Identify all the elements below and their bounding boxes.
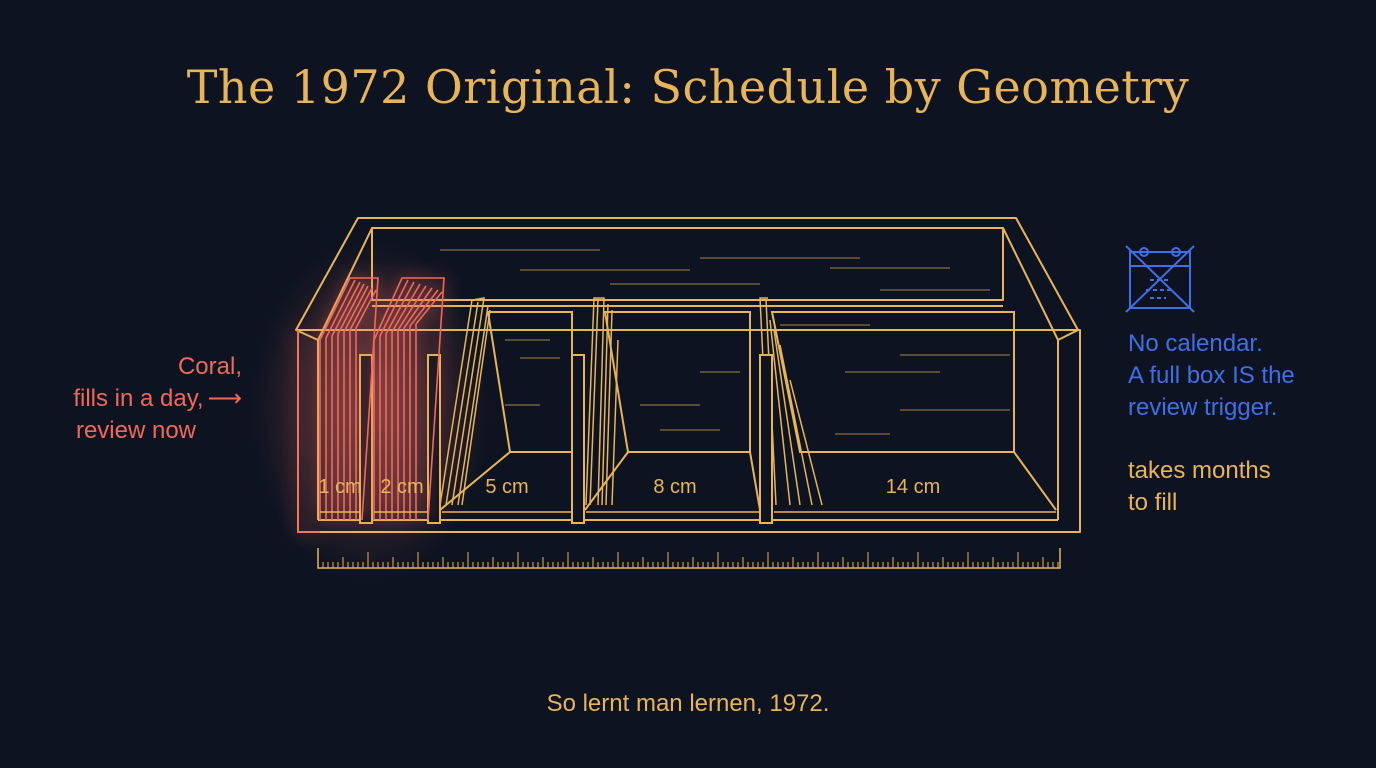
coral-card-stacks xyxy=(297,277,445,533)
compartment-label-2cm: 2 cm xyxy=(380,476,423,498)
compartment-label-1cm: 1 cm xyxy=(318,476,361,498)
compartment-label-5cm: 5 cm xyxy=(485,476,528,498)
calendar-annotation: No calendar. A full box IS the review tr… xyxy=(1128,328,1295,424)
right-arrow-icon: ⟶ xyxy=(207,385,242,412)
coral-annotation-line-1: Coral, xyxy=(177,353,242,380)
wood-grain xyxy=(440,249,1010,435)
compartment-back-panels xyxy=(439,311,1057,511)
months-annotation-line-1: takes months xyxy=(1128,457,1271,484)
card-stack-5cm xyxy=(439,297,491,506)
crossed-out-calendar-icon xyxy=(1125,245,1195,313)
calendar-annotation-line-2: A full box IS the xyxy=(1128,362,1295,389)
months-annotation-line-2: to fill xyxy=(1128,489,1178,516)
card-stack-8cm xyxy=(585,297,619,506)
coral-annotation-line-2: fills in a day, xyxy=(73,385,204,412)
months-annotation: takes months to fill xyxy=(1128,455,1271,519)
compartment-label-8cm: 8 cm xyxy=(653,476,696,498)
ruler xyxy=(317,548,1061,569)
footer-citation: So lernt man lernen, 1972. xyxy=(546,690,830,717)
calendar-annotation-line-1: No calendar. xyxy=(1128,330,1263,357)
compartment-label-14cm: 14 cm xyxy=(886,476,940,498)
coral-annotation: Coral, fills in a day,⟶ review now xyxy=(73,351,242,447)
page-title: The 1972 Original: Schedule by Geometry xyxy=(186,60,1190,114)
calendar-annotation-line-3: review trigger. xyxy=(1128,394,1278,421)
coral-annotation-line-3: review now xyxy=(75,417,196,444)
